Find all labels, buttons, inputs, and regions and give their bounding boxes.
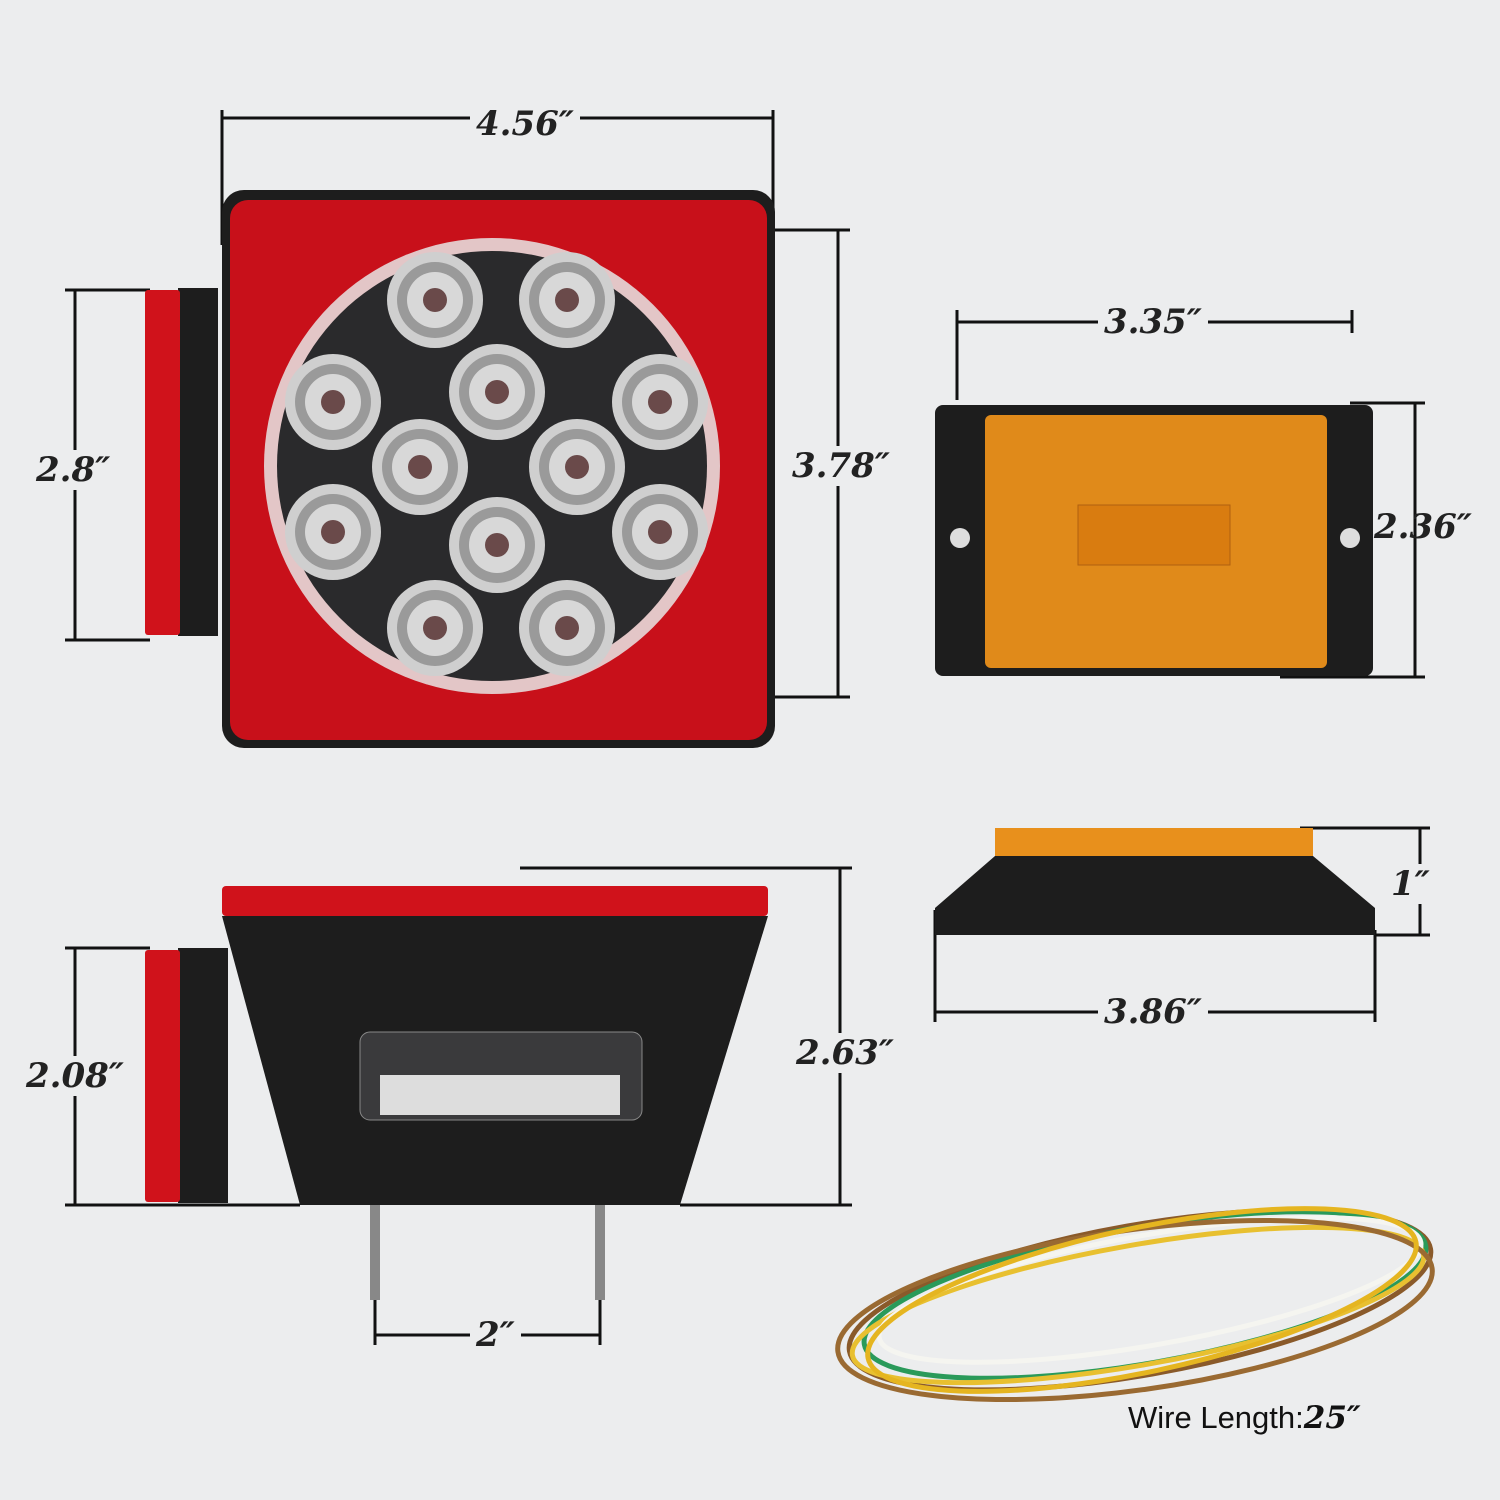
led-icon	[387, 252, 483, 348]
dim-side-reflector-depth: 2.08″	[20, 1056, 130, 1096]
dim-tail-light-depth: 2.63″	[790, 1033, 900, 1073]
dim-marker-width: 3.35″	[1098, 302, 1208, 342]
dim-stud-spacing: 2″	[470, 1315, 521, 1355]
led-icon	[285, 484, 381, 580]
dim-tail-light-width: 4.56″	[470, 104, 580, 144]
dim-marker-base-width: 3.86″	[1098, 992, 1208, 1032]
led-icon	[449, 344, 545, 440]
tail-light-front	[145, 190, 775, 748]
led-icon	[285, 354, 381, 450]
led-icon	[519, 580, 615, 676]
wire-length: Wire Length:25″	[1128, 1400, 1361, 1436]
wire-length-value: 25″	[1303, 1400, 1361, 1436]
led-icon	[387, 580, 483, 676]
dim-side-reflector-height: 2.8″	[30, 450, 117, 490]
dim-marker-height: 2.36″	[1374, 507, 1472, 547]
led-icon	[612, 354, 708, 450]
led-icon	[372, 419, 468, 515]
tail-light-side	[145, 886, 768, 1300]
led-icon	[519, 252, 615, 348]
dim-tail-light-height: 3.78″	[786, 446, 896, 486]
marker-light-side	[935, 828, 1375, 935]
wire-length-label: Wire Length:	[1128, 1400, 1304, 1435]
dim-marker-depth: 1″	[1385, 864, 1436, 904]
marker-light-front	[935, 405, 1373, 676]
led-icon	[529, 419, 625, 515]
led-icon	[449, 497, 545, 593]
wire-harness	[835, 1206, 1435, 1403]
led-icon	[612, 484, 708, 580]
